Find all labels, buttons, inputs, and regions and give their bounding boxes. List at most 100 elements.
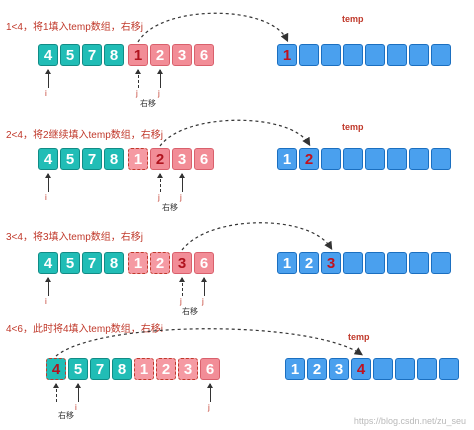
temp-label: temp (342, 122, 364, 132)
step-2: 2<4，将2继续填入temp数组，右移j temp 4 5 7 8 1 2 3 … (0, 119, 474, 234)
temp-cell (417, 358, 437, 380)
array-cell: 4 (38, 252, 58, 274)
step-3: 3<4，将3填入temp数组，右移j 4 5 7 8 1 2 3 6 1 2 3… (0, 222, 474, 336)
pointer-i-label: i (45, 297, 47, 306)
temp-cell (321, 148, 341, 170)
temp-cell (365, 252, 385, 274)
move-label: 右移 (140, 99, 156, 108)
temp-cell (395, 358, 415, 380)
temp-cell (321, 44, 341, 66)
pointer-i-old-arrow (53, 383, 59, 402)
temp-cell (387, 148, 407, 170)
temp-cell (365, 44, 385, 66)
array-cell: 7 (82, 148, 102, 170)
array-cell: 6 (194, 148, 214, 170)
array-cell: 1 (128, 148, 148, 170)
array-cell: 4 (38, 148, 58, 170)
pointer-i-arrow (45, 277, 51, 296)
pointer-j-arrow (179, 173, 185, 192)
move-label: 右移 (162, 203, 178, 212)
transfer-arrow (159, 119, 311, 147)
array-cell: 8 (104, 44, 124, 66)
transfer-arrow (137, 12, 289, 43)
array-cell: 8 (104, 148, 124, 170)
array-cell: 3 (178, 358, 198, 380)
pointer-j-arrow (207, 383, 213, 402)
step-4: 4<6，此时将4填入temp数组，右移i temp 4 5 7 8 1 2 3 … (0, 320, 474, 428)
temp-cell: 3 (329, 358, 349, 380)
temp-cell: 2 (299, 148, 319, 170)
array-cell: 5 (68, 358, 88, 380)
watermark: https://blog.csdn.net/zu_seu (353, 416, 466, 426)
array-cell: 1 (128, 44, 148, 66)
array-cell: 7 (82, 44, 102, 66)
array-cell: 3 (172, 252, 192, 274)
array-cell: 1 (134, 358, 154, 380)
step-1: 1<4，将1填入temp数组，右移j temp 4 5 7 8 1 2 3 6 … (0, 12, 474, 126)
array-cell: 7 (82, 252, 102, 274)
array-cell: 3 (172, 148, 192, 170)
temp-cell (387, 252, 407, 274)
transfer-arrow (55, 328, 363, 357)
temp-cell (439, 358, 459, 380)
array-cell: 7 (90, 358, 110, 380)
array-cell: 5 (60, 44, 80, 66)
pointer-i-label: i (45, 193, 47, 202)
array-cell: 2 (156, 358, 176, 380)
pointer-j-label: j (208, 403, 210, 412)
temp-cell: 1 (277, 44, 297, 66)
temp-cell: 2 (307, 358, 327, 380)
temp-cell (409, 252, 429, 274)
step-caption: 3<4，将3填入temp数组，右移j (6, 232, 143, 243)
transfer-arrow (181, 222, 333, 251)
array-cell: 3 (172, 44, 192, 66)
temp-cell (431, 44, 451, 66)
pointer-j-arrow (201, 277, 207, 296)
pointer-j-old-arrow (179, 277, 185, 296)
temp-cell (373, 358, 393, 380)
pointer-j-old-arrow (135, 69, 141, 88)
temp-cell (365, 148, 385, 170)
temp-cell: 1 (285, 358, 305, 380)
array-cell: 6 (194, 252, 214, 274)
temp-cell (343, 44, 363, 66)
pointer-j-old-arrow (157, 173, 163, 192)
temp-cell (343, 148, 363, 170)
temp-cell (343, 252, 363, 274)
pointer-j-old-label: j (158, 193, 160, 202)
move-label: 右移 (58, 411, 74, 420)
array-cell: 2 (150, 44, 170, 66)
temp-cell (299, 44, 319, 66)
array-cell: 4 (38, 44, 58, 66)
pointer-j-label: j (158, 89, 160, 98)
temp-label: temp (348, 332, 370, 342)
temp-cell (409, 148, 429, 170)
move-label: 右移 (182, 307, 198, 316)
array-cell: 8 (112, 358, 132, 380)
array-cell: 6 (194, 44, 214, 66)
step-caption: 4<6，此时将4填入temp数组，右移i (6, 324, 163, 335)
array-cell: 5 (60, 252, 80, 274)
pointer-i-label: i (45, 89, 47, 98)
array-cell: 1 (128, 252, 148, 274)
array-cell: 8 (104, 252, 124, 274)
pointer-i-arrow (75, 383, 81, 402)
temp-cell: 2 (299, 252, 319, 274)
array-cell: 6 (200, 358, 220, 380)
temp-cell: 1 (277, 148, 297, 170)
temp-label: temp (342, 14, 364, 24)
temp-cell (431, 252, 451, 274)
pointer-j-label: j (202, 297, 204, 306)
array-cell: 5 (60, 148, 80, 170)
temp-cell: 4 (351, 358, 371, 380)
temp-cell: 1 (277, 252, 297, 274)
pointer-i-arrow (45, 173, 51, 192)
pointer-i-arrow (45, 69, 51, 88)
pointer-j-old-label: j (180, 297, 182, 306)
step-caption: 1<4，将1填入temp数组，右移j (6, 22, 143, 33)
pointer-j-label: j (180, 193, 182, 202)
step-caption: 2<4，将2继续填入temp数组，右移j (6, 130, 163, 141)
temp-cell (409, 44, 429, 66)
temp-cell (431, 148, 451, 170)
array-cell: 2 (150, 148, 170, 170)
